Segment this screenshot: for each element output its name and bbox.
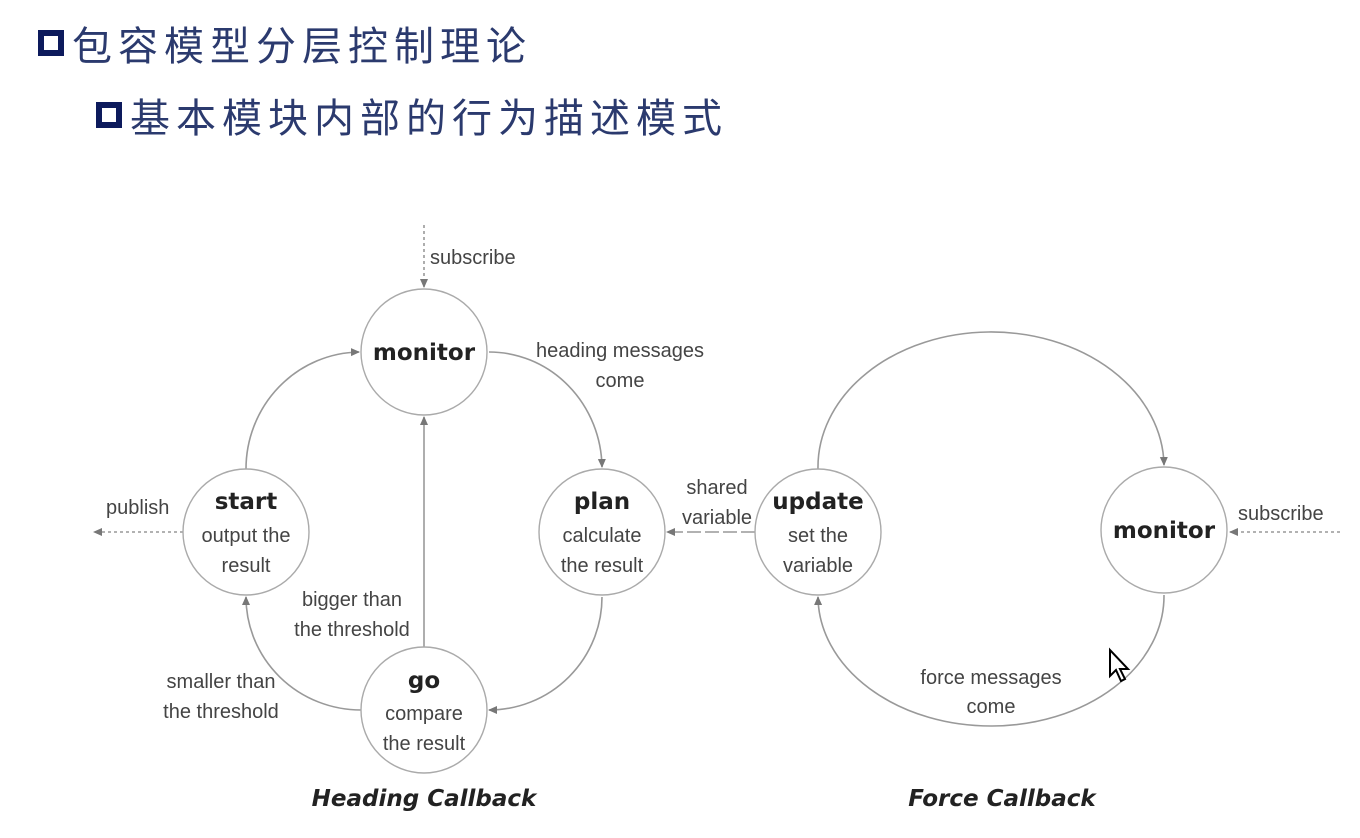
slide-subtitle: 基本模块内部的行为描述模式 <box>96 86 728 144</box>
label-force-messages: force messages <box>920 667 1061 689</box>
update-desc: variable <box>783 555 853 577</box>
slide-title: 包容模型分层控制理论 <box>38 14 532 72</box>
arrow-go-to-start <box>242 596 362 711</box>
caption-force-callback: Force Callback <box>908 786 1097 812</box>
node-monitor-force <box>1100 466 1228 594</box>
label-bigger: the threshold <box>294 619 410 641</box>
go-title: go <box>408 668 440 694</box>
label-publish: publish <box>106 497 169 519</box>
caption-heading-callback: Heading Callback <box>312 786 538 812</box>
node-update <box>754 468 882 596</box>
label-shared-variable: variable <box>682 507 752 529</box>
label-heading-messages: heading messages <box>536 340 704 362</box>
monitor-force-title: monitor <box>1113 518 1216 544</box>
label-heading-messages: come <box>596 370 645 392</box>
label-bigger: bigger than <box>302 589 402 611</box>
plan-desc: the result <box>561 555 644 577</box>
node-monitor <box>360 288 488 416</box>
go-desc: compare <box>385 703 463 725</box>
start-desc: output the <box>202 525 291 547</box>
label-shared-variable: shared <box>686 477 747 499</box>
go-desc: the result <box>383 733 466 755</box>
square-bullet-icon <box>96 102 122 128</box>
node-go <box>360 646 488 774</box>
plan-title: plan <box>574 489 630 515</box>
monitor-title: monitor <box>373 340 476 366</box>
label-force-messages: come <box>967 696 1016 718</box>
start-desc: result <box>222 555 271 577</box>
arrow-monitor-to-update <box>814 594 1165 727</box>
square-bullet-icon <box>38 30 64 56</box>
label-subscribe-force: subscribe <box>1238 503 1324 525</box>
mouse-cursor-icon <box>1109 647 1131 683</box>
arrow-update-to-monitor <box>817 331 1168 470</box>
update-title: update <box>772 489 863 515</box>
node-start <box>182 468 310 596</box>
arrow-plan-to-go <box>488 596 603 714</box>
node-plan <box>538 468 666 596</box>
label-smaller: smaller than <box>167 671 276 693</box>
arrow-monitor-to-plan <box>488 351 606 468</box>
plan-desc: calculate <box>563 525 642 547</box>
label-subscribe: subscribe <box>430 247 516 269</box>
start-title: start <box>215 489 278 515</box>
arrow-start-to-monitor <box>245 348 360 470</box>
update-desc: set the <box>788 525 848 547</box>
label-smaller: the threshold <box>163 701 279 723</box>
